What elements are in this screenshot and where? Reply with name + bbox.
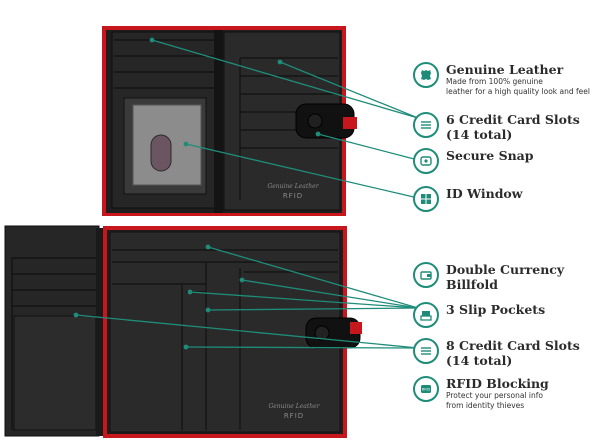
- feature-6-card-slots: 6 Credit Card Slots (14 total): [413, 112, 580, 142]
- feature-title: Double Currency: [446, 262, 565, 277]
- feature-title: (14 total): [446, 353, 513, 368]
- slip-pockets-icon: [413, 302, 439, 328]
- card-slots-icon: [413, 338, 439, 364]
- leather-hide-icon: [413, 62, 439, 88]
- feature-title: 8 Credit Card Slots: [446, 338, 580, 353]
- feature-title: RFID Blocking: [446, 376, 549, 391]
- svg-text:RFID: RFID: [422, 388, 431, 392]
- feature-title: Secure Snap: [446, 148, 534, 163]
- feature-desc: Made from 100% genuine: [446, 77, 543, 86]
- callout-lines: [75, 39, 419, 349]
- id-window-icon: [413, 186, 439, 212]
- bottom-wallet-rfid-stamp: RFID: [284, 412, 304, 420]
- callout-dots: [73, 37, 321, 350]
- snap-icon: [413, 148, 439, 174]
- card-slots-icon: [413, 112, 439, 138]
- feature-genuine-leather: Genuine Leather Made from 100% genuine l…: [413, 62, 590, 96]
- feature-double-billfold: Double Currency Billfold: [413, 262, 564, 292]
- rfid-icon: RFID: [413, 376, 439, 402]
- feature-title: 6 Credit Card Slots: [446, 112, 580, 127]
- top-wallet-rfid-stamp: RFID: [283, 192, 303, 200]
- bottom-wallet: Genuine Leather RFID: [4, 225, 362, 438]
- top-wallet: Genuine Leather RFID: [102, 26, 357, 216]
- feature-title: ID Window: [446, 186, 523, 201]
- feature-desc: leather for a high quality look and feel: [446, 86, 590, 96]
- feature-desc: Protect your personal info: [446, 391, 543, 400]
- bottom-wallet-brand-stamp: Genuine Leather: [268, 403, 320, 410]
- feature-id-window: ID Window: [413, 186, 523, 212]
- top-wallet-brand-stamp: Genuine Leather: [267, 183, 319, 190]
- feature-title: Genuine Leather: [446, 62, 564, 77]
- feature-title: (14 total): [446, 127, 513, 142]
- feature-desc: from identity thieves: [446, 400, 525, 410]
- feature-rfid-blocking: RFID RFID Blocking Protect your personal…: [413, 376, 549, 410]
- billfold-icon: [413, 262, 439, 288]
- feature-title: 3 Slip Pockets: [446, 302, 546, 317]
- feature-3-slip-pockets: 3 Slip Pockets: [413, 302, 545, 328]
- feature-title: Billfold: [446, 277, 499, 292]
- feature-secure-snap: Secure Snap: [413, 148, 534, 174]
- feature-8-card-slots: 8 Credit Card Slots (14 total): [413, 338, 580, 368]
